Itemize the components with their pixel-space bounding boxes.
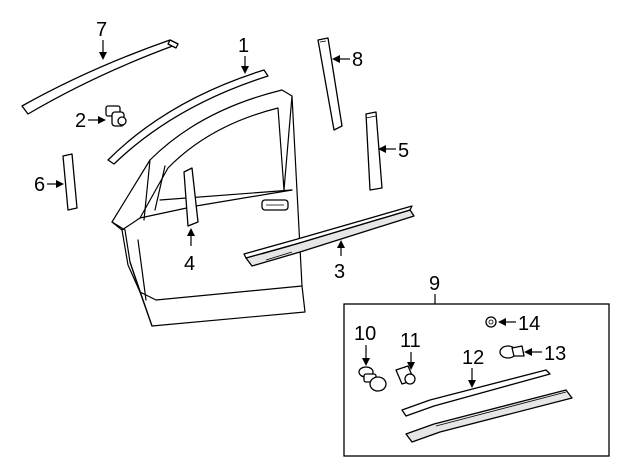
part-1-frame-moulding	[107, 69, 269, 165]
callout-7: 7	[96, 19, 107, 60]
callout-6: 6	[34, 174, 64, 196]
callout-12: 12	[462, 347, 484, 388]
callout-9-label: 9	[429, 273, 440, 295]
callout-13-label: 13	[544, 343, 566, 365]
callout-14: 14	[498, 313, 540, 335]
callout-8-label: 8	[352, 49, 363, 71]
part-10-push-clip	[358, 366, 387, 392]
callout-3-label: 3	[334, 261, 345, 283]
part-6-applique	[62, 153, 78, 211]
part-2-clip	[105, 105, 127, 127]
callout-8: 8	[332, 49, 363, 71]
part-3-body-moulding	[243, 205, 415, 267]
callout-2: 2	[75, 110, 106, 132]
callout-11-label: 11	[400, 330, 421, 352]
callout-7-label: 7	[96, 19, 107, 41]
callout-5-label: 5	[398, 140, 409, 162]
front-door	[111, 89, 306, 327]
callout-4: 4	[184, 228, 195, 275]
part-4-pillar-garnish	[183, 167, 199, 227]
callout-10-label: 10	[354, 323, 376, 345]
part-5-rear-applique	[365, 111, 383, 191]
callout-10: 10	[354, 323, 376, 366]
part-13-push-rivet	[499, 345, 525, 359]
callout-2-label: 2	[75, 110, 86, 132]
part-11-clip	[395, 365, 416, 385]
callout-13: 13	[524, 343, 566, 365]
part-8-rear-pillar-moulding	[317, 37, 343, 131]
callout-6-label: 6	[34, 174, 45, 196]
callout-11: 11	[400, 330, 421, 370]
kit-9-box: 9	[343, 273, 610, 457]
callout-5: 5	[378, 140, 409, 162]
callout-14-label: 14	[518, 313, 540, 335]
callout-3: 3	[334, 240, 345, 283]
part-7-roof-moulding	[21, 39, 179, 115]
callout-1: 1	[238, 35, 249, 74]
callout-4-label: 4	[184, 253, 195, 275]
callout-12-label: 12	[462, 347, 484, 369]
part-12-moulding-pair	[401, 369, 573, 443]
part-14-washer	[485, 316, 497, 328]
callout-1-label: 1	[238, 35, 249, 57]
